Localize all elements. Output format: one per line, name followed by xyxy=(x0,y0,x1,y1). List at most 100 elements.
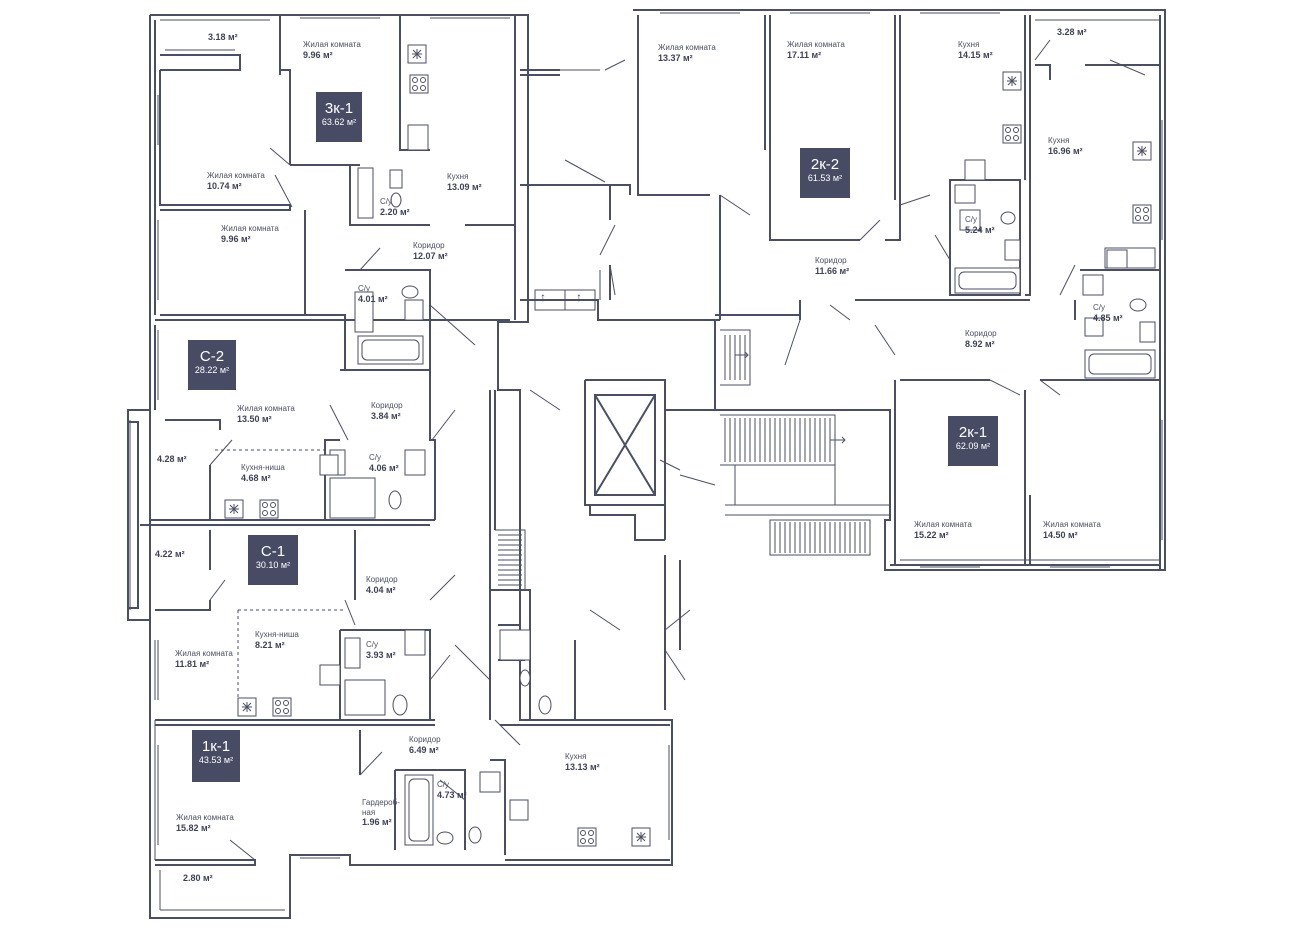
room-label: Кухня-ниша 4.68 м² xyxy=(241,463,285,483)
kitchen-stoves xyxy=(259,74,1152,847)
room-name: С/у xyxy=(437,780,449,789)
room-area: 14.50 м² xyxy=(1043,529,1078,540)
room-label: Коридор 8.92 м² xyxy=(965,329,997,349)
room-label: Жилая комната 9.96 м² xyxy=(221,224,279,244)
room-label: Жилая комната 15.22 м² xyxy=(914,520,972,540)
room-name: Коридор xyxy=(371,401,403,410)
walls-core xyxy=(489,69,801,720)
room-label: Жилая комната 15.82 м² xyxy=(176,813,234,833)
room-name: Жилая комната xyxy=(658,43,716,52)
room-name: Жилая комната xyxy=(175,649,233,658)
stair-flights xyxy=(495,329,891,591)
room-area: 13.37 м² xyxy=(658,52,693,63)
walls-2k1 xyxy=(894,64,1161,565)
apartment-code: С-1 xyxy=(260,543,286,560)
apartment-area: 61.53 м² xyxy=(807,173,843,184)
room-name: Кухня xyxy=(565,752,587,761)
apartment-badge: 2к-1 62.09 м² xyxy=(948,416,998,466)
apartment-area: 63.62 м² xyxy=(321,117,357,128)
room-label: С/у 2.20 м² xyxy=(380,197,410,217)
room-label: 4.28 м² xyxy=(157,454,187,465)
apartment-badge: 3к-1 63.62 м² xyxy=(316,92,362,142)
room-label: Жилая комната 9.96 м² xyxy=(303,40,361,60)
room-name: Коридор xyxy=(409,735,441,744)
room-area: 4.73 м² xyxy=(437,789,467,800)
room-label: Кухня 14.15 м² xyxy=(958,40,993,60)
windows xyxy=(154,9,1166,859)
room-label: Жилая комната 10.74 м² xyxy=(207,171,265,191)
room-area: 11.66 м² xyxy=(815,265,850,276)
apartment-area: 43.53 м² xyxy=(198,755,234,766)
apartment-area: 28.22 м² xyxy=(194,365,230,376)
room-name: Жилая комната xyxy=(207,171,265,180)
room-name: С/у xyxy=(380,197,392,206)
room-label: С/у 4.85 м² xyxy=(1093,303,1123,323)
room-area: 4.06 м² xyxy=(369,462,399,473)
room-name: Коридор xyxy=(413,241,445,250)
room-label: Жилая комната 17.11 м² xyxy=(787,40,845,60)
stair-up-arrow: ↑ xyxy=(576,290,582,304)
room-area: 17.11 м² xyxy=(787,49,822,60)
room-label: Кухня 13.13 м² xyxy=(565,752,600,772)
room-area: 13.13 м² xyxy=(565,761,600,772)
room-area: 13.50 м² xyxy=(237,413,272,424)
room-name: Жилая комната xyxy=(237,404,295,413)
room-area: 4.85 м² xyxy=(1093,312,1123,323)
room-area: 16.96 м² xyxy=(1048,145,1083,156)
room-label: Жилая комната 13.50 м² xyxy=(237,404,295,424)
room-name: Жилая комната xyxy=(914,520,972,529)
apartment-code: 3к-1 xyxy=(324,100,354,117)
room-area: 3.93 м² xyxy=(366,649,396,660)
room-area: 14.15 м² xyxy=(958,49,993,60)
room-area: 1.96 м² xyxy=(362,817,392,828)
vent-shaft-marks xyxy=(229,49,1147,842)
room-name: Коридор xyxy=(965,329,997,338)
room-name: С/у xyxy=(965,215,977,224)
room-name: Жилая комната xyxy=(303,40,361,49)
room-area: 5.24 м² xyxy=(965,224,995,235)
room-label: Коридор 12.07 м² xyxy=(413,241,448,261)
room-label: Кухня 13.09 м² xyxy=(447,172,482,192)
room-area: 6.49 м² xyxy=(409,744,439,755)
room-area: 11.81 м² xyxy=(175,658,210,669)
room-label: Коридор 6.49 м² xyxy=(409,735,441,755)
room-label: Жилая комната 11.81 м² xyxy=(175,649,233,669)
room-label: Коридор 3.84 м² xyxy=(371,401,403,421)
room-label: Жилая комната 14.50 м² xyxy=(1043,520,1101,540)
apartment-badge: С-1 30.10 м² xyxy=(248,535,298,585)
room-label: С/у 5.24 м² xyxy=(965,215,995,235)
room-label: Жилая комната 13.37 м² xyxy=(658,43,716,63)
room-area: 2.20 м² xyxy=(380,206,410,217)
room-area: 3.84 м² xyxy=(371,410,401,421)
room-area: 4.01 м² xyxy=(358,293,388,304)
apartment-code: 1к-1 xyxy=(201,738,231,755)
room-area: 10.74 м² xyxy=(207,180,242,191)
room-area: 4.68 м² xyxy=(241,472,271,483)
kitchen-counters xyxy=(407,124,1128,269)
room-label: Кухня 16.96 м² xyxy=(1048,136,1083,156)
apartment-area: 30.10 м² xyxy=(255,560,291,571)
room-area: 12.07 м² xyxy=(413,250,448,261)
apartment-badge: 1к-1 43.53 м² xyxy=(192,730,240,782)
walls-1k1 xyxy=(155,724,670,866)
apartment-code: 2к-1 xyxy=(958,424,988,441)
apartment-code: 2к-2 xyxy=(810,156,840,173)
room-name: Кухня-ниша xyxy=(255,630,299,639)
room-name: С/у xyxy=(369,453,381,462)
walls-2k2 xyxy=(715,15,1031,316)
room-name: Жилая комната xyxy=(176,813,234,822)
room-label: 3.28 м² xyxy=(1057,27,1087,38)
balcony-rails xyxy=(129,19,1160,911)
apartment-badge: С-2 28.22 м² xyxy=(188,340,236,390)
room-label: С/у 4.06 м² xyxy=(369,453,399,473)
room-label: 4.22 м² xyxy=(155,549,185,560)
room-area: 15.82 м² xyxy=(176,822,211,833)
room-label: Коридор 4.04 м² xyxy=(366,575,398,595)
room-name: С/у xyxy=(1093,303,1105,312)
room-name: Жилая комната xyxy=(1043,520,1101,529)
room-label: Кухня-ниша 8.21 м² xyxy=(255,630,299,650)
room-label: Коридор 11.66 м² xyxy=(815,256,849,276)
apartment-code: С-2 xyxy=(199,348,225,365)
room-area: 13.09 м² xyxy=(447,181,482,192)
apartment-area: 62.09 м² xyxy=(955,441,991,452)
